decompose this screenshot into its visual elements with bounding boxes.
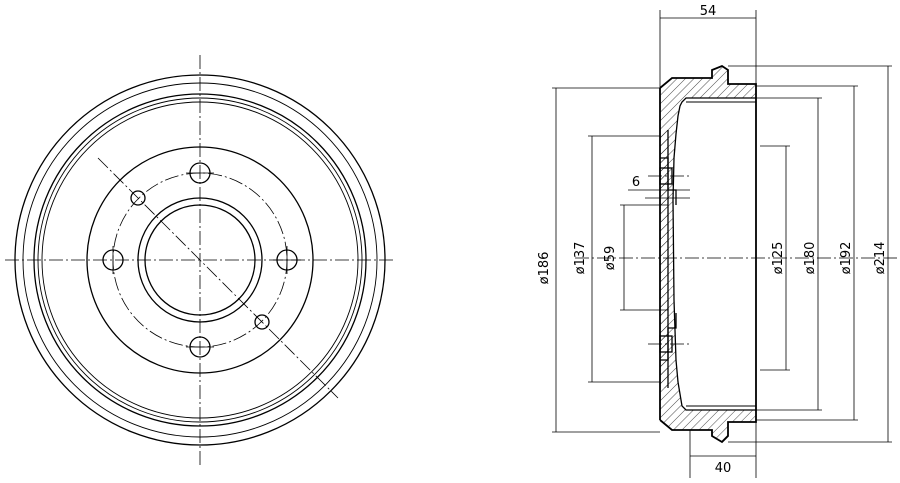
front-centerlines — [5, 55, 395, 465]
dim-40: 40 — [715, 461, 732, 476]
dim-d137: ø137 — [573, 242, 588, 275]
centering-hole-upper — [130, 190, 146, 206]
front-view — [5, 55, 395, 465]
centering-hole-lower — [254, 314, 270, 330]
dim-6: 6 — [632, 175, 640, 190]
dim-d192: ø192 — [839, 242, 854, 275]
dim-d125: ø125 — [771, 242, 786, 275]
centering-holes — [130, 190, 270, 330]
dim-d180: ø180 — [803, 242, 818, 275]
side-view: 54 40 6 ø186 ø137 ø59 ø125 ø180 — [537, 4, 900, 478]
hub-step-lower — [660, 313, 677, 361]
drum-inner-surface — [672, 97, 756, 411]
dim-d186: ø186 — [537, 252, 552, 285]
section-hatch — [660, 66, 756, 442]
drum-section-outline — [659, 64, 757, 444]
dim-54: 54 — [700, 4, 717, 19]
flange-hatch — [660, 130, 668, 388]
dim-d59: ø59 — [603, 246, 618, 271]
dim-d214: ø214 — [873, 242, 888, 275]
